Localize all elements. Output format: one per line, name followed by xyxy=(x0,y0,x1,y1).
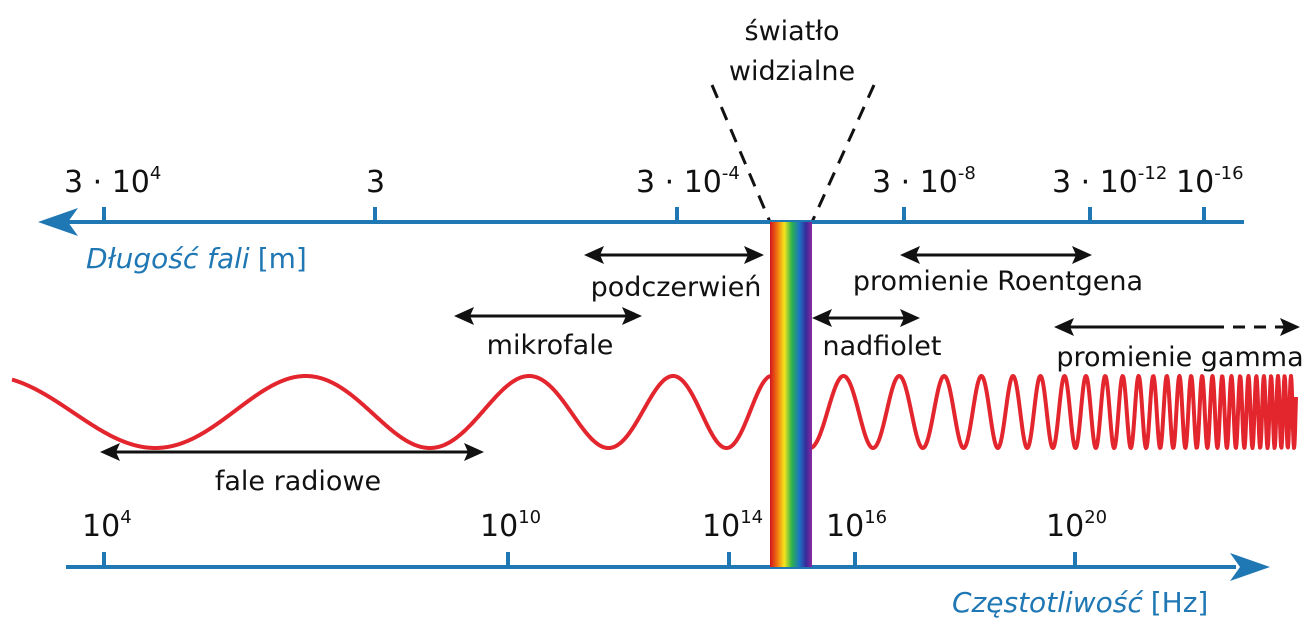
visible-light-band xyxy=(770,222,812,567)
frequency-tick-label-0: 104 xyxy=(82,507,132,544)
radio-arrow-head-left xyxy=(100,443,120,461)
xray-arrow-head-left xyxy=(900,246,920,264)
infrared-arrow-head-right xyxy=(744,246,764,264)
wavelength-tick-label-0: 3 · 104 xyxy=(64,163,161,200)
xray-arrow-head-right xyxy=(1072,246,1092,264)
wavelength-tick-label-4: 3 · 10-12 xyxy=(1052,163,1167,200)
frequency-axis-title: Częstotliwość[Hz] xyxy=(952,586,1208,619)
frequency-axis-ticks xyxy=(102,552,1077,567)
microwave-arrow-head-left xyxy=(454,307,474,325)
visible-light-dash-right xyxy=(810,84,876,223)
wavelength-tick-label-2: 3 · 10-4 xyxy=(636,163,740,200)
ultraviolet-label: nadfiolet xyxy=(822,331,941,362)
em-wave xyxy=(10,374,1298,450)
wavelength-axis-ticks xyxy=(102,207,1206,222)
frequency-tick-label-2: 1014 xyxy=(702,507,763,544)
wavelength-tick-label-5: 10-16 xyxy=(1176,163,1244,200)
radio-label: fale radiowe xyxy=(215,466,381,497)
gamma-arrow-head-right xyxy=(1280,318,1300,336)
radio-arrow-head-right xyxy=(464,443,484,461)
ultraviolet-arrow-head-left xyxy=(812,309,832,327)
frequency-tick-label-4: 1020 xyxy=(1046,507,1107,544)
microwave-arrow-head-right xyxy=(622,307,642,325)
visible-light-label-line2: widzialne xyxy=(729,56,855,87)
gamma-label: promienie gamma xyxy=(1056,342,1303,373)
ultraviolet-arrow-head-right xyxy=(900,309,920,327)
wavelength-tick-label-1: 3 xyxy=(366,165,385,200)
xray-label: promienie Roentgena xyxy=(853,266,1143,297)
wavelength-axis-title: Długość fali[m] xyxy=(86,242,307,275)
wavelength-axis-arrowhead xyxy=(38,208,78,236)
visible-light-dash-left xyxy=(710,84,772,223)
frequency-axis-arrowhead xyxy=(1230,553,1270,581)
infrared-arrow-head-left xyxy=(584,246,604,264)
infrared-label: podczerwień xyxy=(591,272,762,303)
microwave-label: mikrofale xyxy=(487,330,614,361)
gamma-arrow-head-left xyxy=(1054,318,1074,336)
wavelength-tick-label-3: 3 · 10-8 xyxy=(872,163,976,200)
band-arrows xyxy=(100,246,1300,461)
frequency-tick-label-1: 1010 xyxy=(480,507,541,544)
visible-light-label-line1: światło xyxy=(745,16,840,47)
frequency-tick-label-3: 1016 xyxy=(826,507,887,544)
